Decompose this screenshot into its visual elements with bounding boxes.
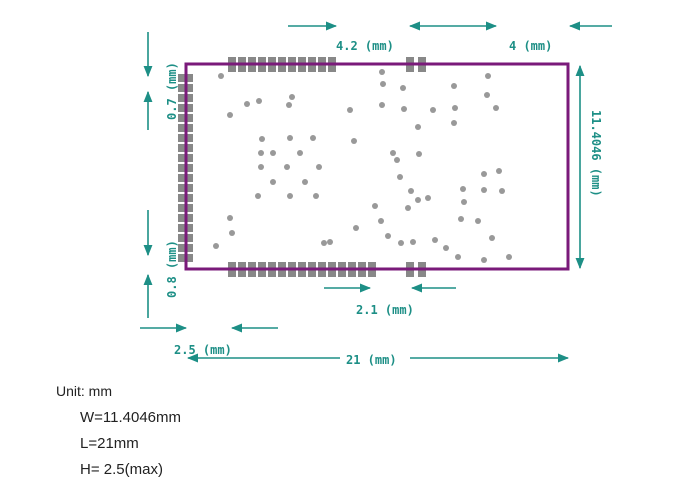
- dim-label-length: 21 (mm): [346, 353, 397, 367]
- via-hole: [255, 193, 261, 199]
- via-hole: [485, 73, 491, 79]
- via-hole: [443, 245, 449, 251]
- via-hole: [430, 107, 436, 113]
- via-hole: [289, 94, 295, 100]
- via-hole: [310, 135, 316, 141]
- via-hole: [351, 138, 357, 144]
- via-hole: [372, 203, 378, 209]
- via-hole: [484, 92, 490, 98]
- via-hole: [408, 188, 414, 194]
- dim-label-left-bottom: 0.8 (mm): [165, 240, 179, 298]
- via-hole: [258, 164, 264, 170]
- via-hole: [506, 254, 512, 260]
- via-hole: [461, 199, 467, 205]
- via-hole: [405, 205, 411, 211]
- via-hole: [316, 164, 322, 170]
- via-hole: [258, 150, 264, 156]
- via-hole: [287, 135, 293, 141]
- dim-label-right-height: 11.4046 (mm): [589, 110, 603, 197]
- via-hole: [475, 218, 481, 224]
- via-hole: [229, 230, 235, 236]
- via-hole: [347, 107, 353, 113]
- dim-label-bottom-left: 2.5 (mm): [174, 343, 232, 357]
- dim-label-top-middle: 4.2 (mm): [336, 39, 394, 53]
- module-outline: [184, 62, 570, 271]
- via-hole: [321, 240, 327, 246]
- dim-label-top-right: 4 (mm): [509, 39, 552, 53]
- via-hole: [415, 124, 421, 130]
- spec-notes: Unit: mm W=11.4046mm L=21mm H= 2.5(max): [56, 382, 181, 487]
- via-hole: [385, 233, 391, 239]
- via-hole: [451, 83, 457, 89]
- via-hole: [297, 150, 303, 156]
- via-hole: [415, 197, 421, 203]
- via-hole: [481, 171, 487, 177]
- via-hole: [286, 102, 292, 108]
- via-hole: [213, 243, 219, 249]
- via-hole: [256, 98, 262, 104]
- via-hole: [452, 105, 458, 111]
- via-hole: [390, 150, 396, 156]
- width-spec: W=11.4046mm: [80, 409, 182, 426]
- via-hole: [227, 112, 233, 118]
- via-hole: [302, 179, 308, 185]
- via-hole: [327, 239, 333, 245]
- via-hole: [270, 179, 276, 185]
- via-hole: [432, 237, 438, 243]
- via-hole: [458, 216, 464, 222]
- via-hole: [481, 187, 487, 193]
- via-hole: [313, 193, 319, 199]
- module-footprint-drawing: 4.2 (mm) 4 (mm) 0.7 (mm) 0.8 (mm) 11.404…: [140, 21, 612, 367]
- via-hole: [496, 168, 502, 174]
- unit-note: Unit: mm: [56, 383, 112, 399]
- via-hole: [410, 239, 416, 245]
- via-hole: [455, 254, 461, 260]
- dim-label-bottom-middle: 2.1 (mm): [356, 303, 414, 317]
- via-hole: [270, 150, 276, 156]
- via-hole: [425, 195, 431, 201]
- via-hole: [287, 193, 293, 199]
- via-hole: [227, 215, 233, 221]
- via-hole: [353, 225, 359, 231]
- via-hole: [379, 69, 385, 75]
- via-hole: [244, 101, 250, 107]
- via-hole: [380, 81, 386, 87]
- via-hole: [499, 188, 505, 194]
- via-hole: [489, 235, 495, 241]
- via-hole: [481, 257, 487, 263]
- via-hole: [416, 151, 422, 157]
- via-hole: [378, 218, 384, 224]
- via-hole: [400, 85, 406, 91]
- via-hole: [451, 120, 457, 126]
- via-hole: [379, 102, 385, 108]
- via-hole: [493, 105, 499, 111]
- dim-label-left-top: 0.7 (mm): [165, 62, 179, 120]
- via-hole: [259, 136, 265, 142]
- via-hole: [398, 240, 404, 246]
- via-hole: [284, 164, 290, 170]
- via-hole: [460, 186, 466, 192]
- via-hole: [394, 157, 400, 163]
- via-hole: [397, 174, 403, 180]
- via-hole: [218, 73, 224, 79]
- height-spec: H= 2.5(max): [80, 461, 163, 478]
- via-hole: [401, 106, 407, 112]
- length-spec: L=21mm: [80, 435, 139, 452]
